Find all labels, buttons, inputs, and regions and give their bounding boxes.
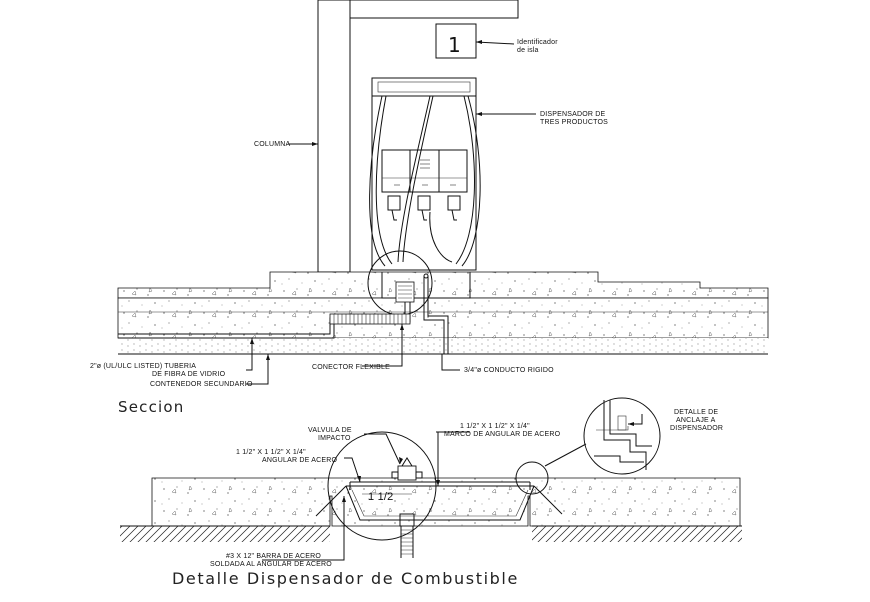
dispenser-head (371, 77, 477, 97)
label-flex-connector: CONECTOR FLEXIBLE (312, 364, 390, 371)
rigid-conduit (423, 276, 445, 354)
sump-pit (345, 485, 535, 521)
canopy-fascia (349, 0, 519, 19)
dispenser-sump (381, 272, 471, 299)
label-container: CONTENEDOR SECUNDARIO (150, 381, 253, 388)
dispenser-panel (381, 149, 468, 193)
soil-right (532, 526, 742, 542)
dimension-label: 1 1/2 (368, 491, 393, 503)
dispenser-body (371, 96, 477, 271)
detail-slab (151, 477, 741, 527)
label-angle-steel: 1 1/2" X 1 1/2" X 1/4"ANGULAR DE ACERO (236, 449, 338, 464)
label-column: COLUMNA (254, 141, 291, 148)
steel-bar-right (533, 485, 563, 515)
detail-title: Detalle Dispensador de Combustible (172, 569, 519, 588)
detail-leaders (262, 414, 643, 561)
hoses (369, 95, 481, 267)
label-rigid-conduit: 3/4"ø CONDUCTO RIGIDO (464, 367, 554, 374)
island-id-sign (435, 23, 477, 59)
base-slab (117, 297, 769, 339)
soil-left (120, 526, 330, 542)
section-view: 1 (90, 0, 769, 416)
detail-circle-center (327, 431, 437, 541)
nozzles (387, 195, 461, 221)
subgrade (118, 338, 768, 354)
island-number: 1 (448, 33, 461, 57)
anchor-detail-circle (583, 397, 661, 475)
detail-circle-right (515, 461, 549, 495)
label-frame-angle: 1 1/2" X 1 1/2" X 1/4"MARCO DE ANGULAR D… (444, 423, 561, 438)
canopy-column (317, 0, 351, 273)
angle-frame (346, 481, 534, 490)
steel-bar-left (315, 485, 347, 517)
impact-valve (391, 457, 423, 558)
island-slab (117, 271, 769, 299)
section-title: Seccion (118, 398, 185, 416)
anchor-detail-drawing (594, 400, 652, 470)
flex-connector (329, 281, 415, 325)
section-leaders (246, 40, 536, 385)
